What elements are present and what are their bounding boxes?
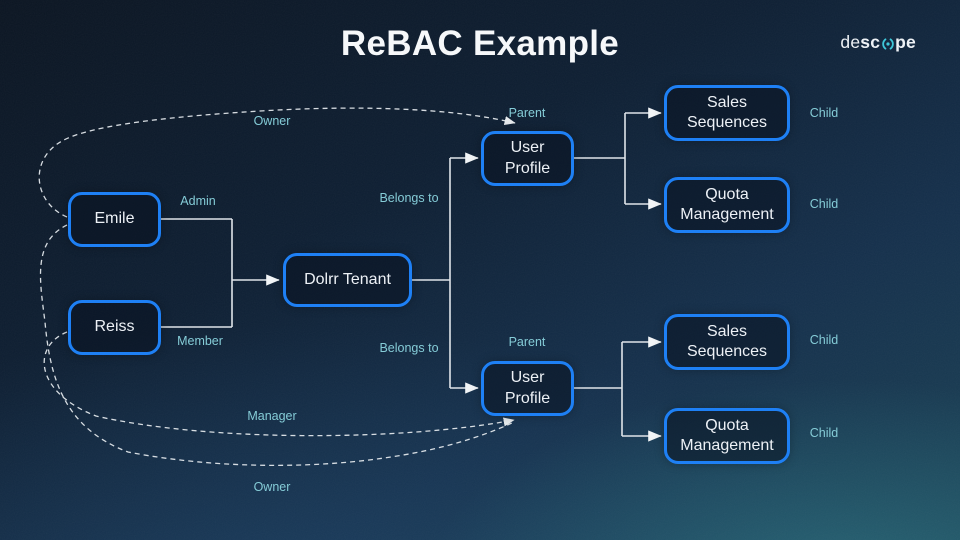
node-quota-management-bottom-label: Quota Management	[680, 416, 774, 454]
edge-label-owner-top: Owner	[253, 114, 291, 128]
edge-userprofile-bottom-branch	[574, 342, 623, 436]
edge-userprofile-top-branch	[574, 113, 626, 204]
descope-ring-icon	[881, 37, 894, 50]
edge-label-belongs-to-top: Belongs to	[379, 191, 439, 205]
node-emile-label: Emile	[94, 210, 135, 228]
node-quota-management-top[interactable]: Quota Management	[664, 177, 790, 233]
edge-label-child-quota-bottom: Child	[809, 426, 839, 440]
node-reiss[interactable]: Reiss	[68, 300, 161, 355]
logo-text-de: de	[840, 32, 861, 52]
node-reiss-label: Reiss	[94, 318, 135, 336]
edge-label-child-quota-top: Child	[809, 197, 839, 211]
edge-label-child-sales-top: Child	[809, 106, 839, 120]
edge-label-member: Member	[177, 334, 223, 348]
edge-label-parent-bottom: Parent	[508, 335, 546, 349]
node-emile[interactable]: Emile	[68, 192, 161, 247]
edge-label-belongs-to-bottom: Belongs to	[379, 341, 439, 355]
node-sales-sequences-top[interactable]: Sales Sequences	[664, 85, 790, 141]
page-title: ReBAC Example	[340, 24, 620, 63]
node-quota-management-top-label: Quota Management	[680, 185, 774, 223]
node-quota-management-bottom[interactable]: Quota Management	[664, 408, 790, 464]
node-user-profile-top[interactable]: User Profile	[481, 131, 574, 186]
node-dolrr-tenant[interactable]: Dolrr Tenant	[283, 253, 412, 307]
edge-label-admin: Admin	[180, 194, 216, 208]
logo-text-pe: pe	[895, 32, 916, 52]
edge-label-owner-bottom: Owner	[253, 480, 291, 494]
node-sales-sequences-bottom[interactable]: Sales Sequences	[664, 314, 790, 370]
node-dolrr-tenant-label: Dolrr Tenant	[304, 270, 391, 288]
node-sales-sequences-top-label: Sales Sequences	[686, 93, 768, 131]
edge-emile-reiss-bracket	[161, 218, 233, 328]
node-sales-sequences-bottom-label: Sales Sequences	[686, 322, 768, 360]
node-user-profile-top-label: User Profile	[504, 139, 551, 177]
node-user-profile-bottom[interactable]: User Profile	[481, 361, 574, 416]
edge-label-parent-top: Parent	[508, 106, 546, 120]
logo-text-sc: sc	[860, 32, 881, 52]
node-user-profile-bottom-label: User Profile	[504, 369, 551, 407]
edge-label-manager: Manager	[247, 409, 297, 423]
edge-label-child-sales-bottom: Child	[809, 333, 839, 347]
